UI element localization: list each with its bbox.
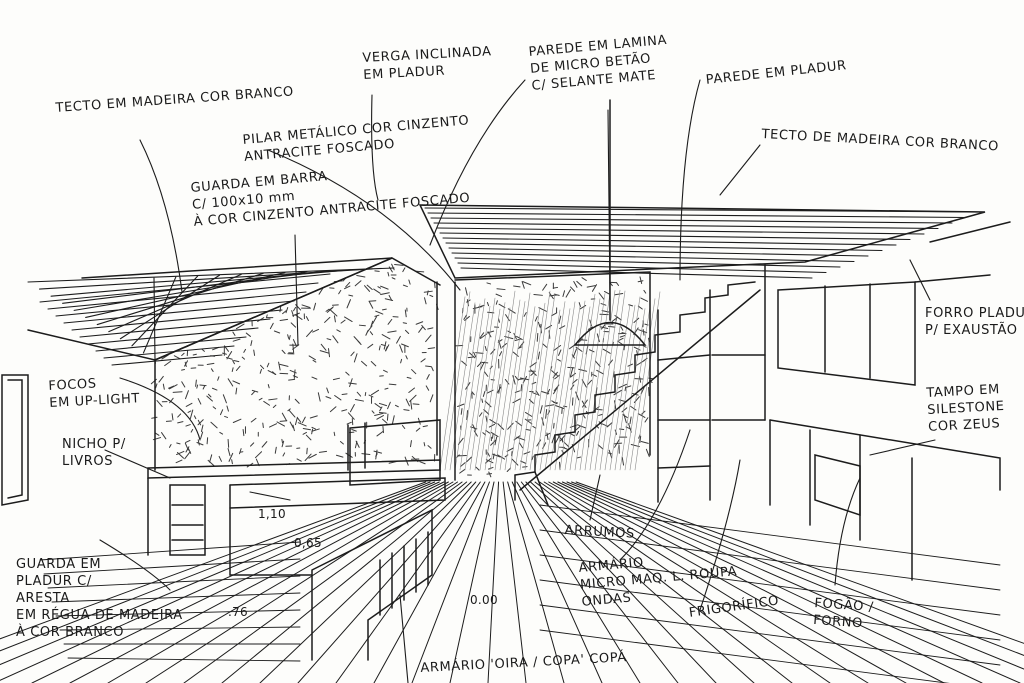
label-focos-up-light: FOCOS EM UP-LIGHT (48, 376, 141, 411)
ceiling-planks-left (27, 267, 395, 366)
dimension-0-65: 0,65 (294, 536, 322, 550)
label-fogao-forno: FOGÃO / FORNO (812, 595, 875, 632)
dimension-1-10: 1,10 (258, 507, 286, 521)
floor-boards (0, 481, 1024, 683)
stone-texture-left (150, 263, 439, 468)
label-guarda-pladur: GUARDA EM PLADUR C/ ARESTA EM RÉGUA DE M… (16, 557, 183, 640)
ceiling-planks-right (424, 207, 981, 279)
label-arrumos: ARRUMOS (564, 522, 636, 542)
label-verga-inclinada: VERGA INCLINADA EM PLADUR (362, 44, 492, 83)
structure-lines (1, 99, 1011, 661)
label-forro-pladur: FORRO PLADUR P/ EXAUSTÃO (925, 306, 1024, 338)
label-tampo-silestone: TAMPO EM SILESTONE COR ZEUS (926, 382, 1005, 435)
label-nicho-livros: NICHO P/ LIVROS (62, 437, 126, 469)
annotation-leaders (99, 79, 936, 683)
stone-texture-right (439, 276, 661, 478)
dimension-076: .76 (228, 605, 248, 619)
dimension-0-00: 0.00 (470, 593, 498, 607)
